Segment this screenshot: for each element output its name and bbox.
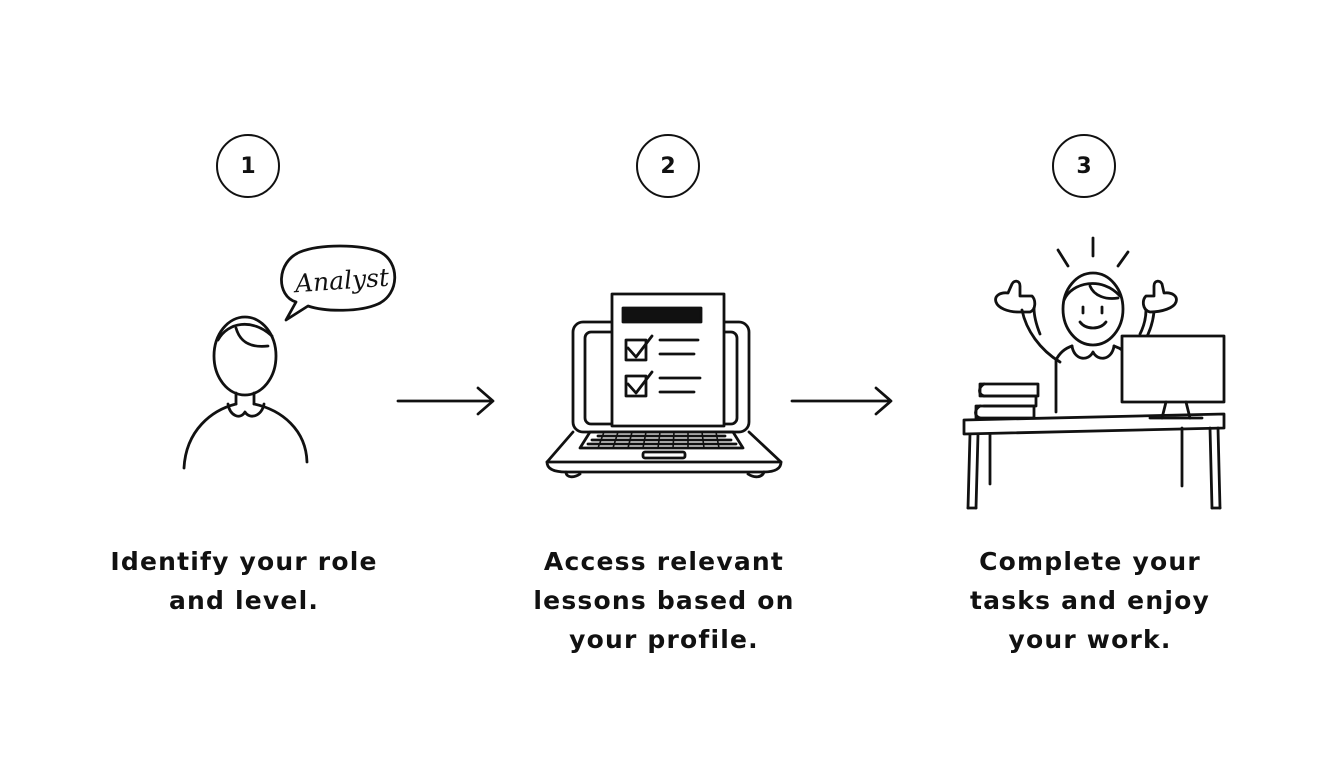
step-1-caption-line: and level. xyxy=(168,586,320,615)
step-3-number: 3 xyxy=(1052,134,1116,198)
checklist-document-icon xyxy=(610,292,726,428)
monitor-icon xyxy=(1120,334,1226,420)
step-2-caption-line: lessons based on xyxy=(533,586,795,615)
arrow-right-icon xyxy=(396,386,495,416)
step-3-caption-line: your work. xyxy=(1008,625,1172,654)
step-1-number: 1 xyxy=(216,134,280,198)
step-3-caption: Complete your tasks and enjoy your work. xyxy=(930,542,1250,659)
step-3-caption-line: tasks and enjoy xyxy=(970,586,1210,615)
happy-person-icon xyxy=(994,236,1178,414)
step-3-caption-line: Complete your xyxy=(979,547,1201,576)
desk-icon xyxy=(962,412,1226,510)
step-2-caption: Access relevant lessons based on your pr… xyxy=(504,542,824,659)
step-1-caption-line: Identify your role xyxy=(110,547,378,576)
step-2-caption-line: your profile. xyxy=(569,625,759,654)
person-icon xyxy=(182,315,309,470)
books-icon xyxy=(974,382,1040,420)
step-2-number: 2 xyxy=(636,134,700,198)
speech-bubble-icon xyxy=(280,244,397,322)
step-1-caption: Identify your role and level. xyxy=(84,542,404,620)
step-2-caption-line: Access relevant xyxy=(543,547,785,576)
arrow-right-icon xyxy=(790,386,893,416)
